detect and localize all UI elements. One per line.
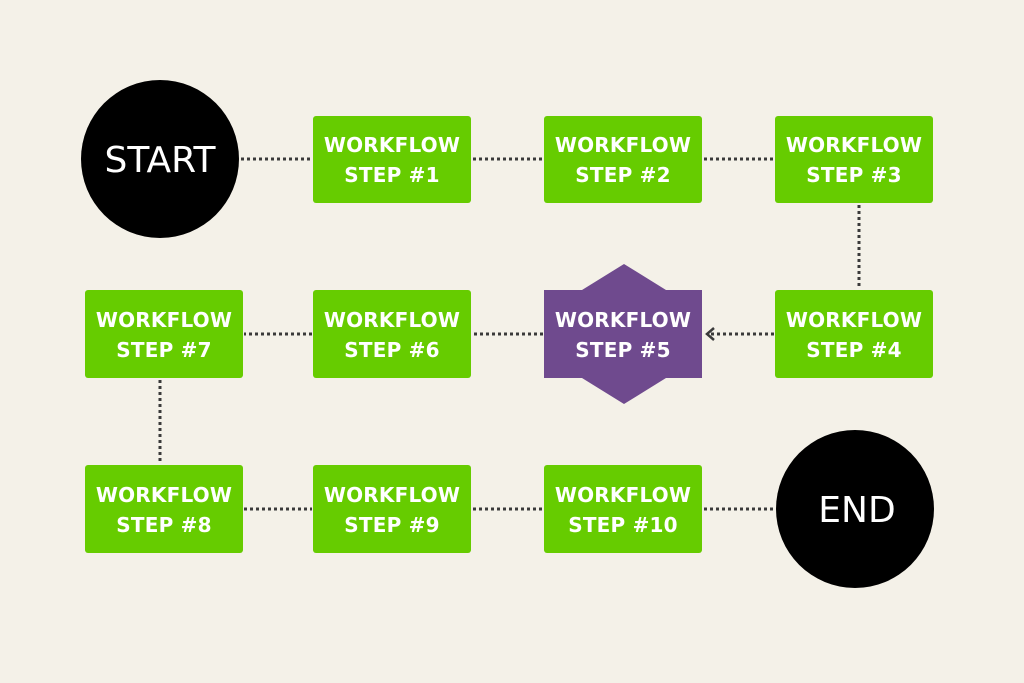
workflow-step-10: WORKFLOW STEP #10 bbox=[544, 465, 702, 553]
step-4-box bbox=[775, 290, 933, 378]
workflow-step-1: WORKFLOW STEP #1 bbox=[313, 116, 471, 203]
start-node: START bbox=[81, 80, 239, 238]
workflow-step-8: WORKFLOW STEP #8 bbox=[85, 465, 243, 553]
step-8-line2: STEP #8 bbox=[116, 513, 211, 537]
step-5-hexagon bbox=[544, 264, 702, 404]
step-2-line1: WORKFLOW bbox=[555, 133, 691, 157]
start-label: START bbox=[104, 140, 216, 181]
step-8-line1: WORKFLOW bbox=[96, 483, 232, 507]
end-circle bbox=[776, 430, 934, 588]
step-1-box bbox=[313, 116, 471, 203]
step-2-line2: STEP #2 bbox=[575, 163, 670, 187]
step-1-line2: STEP #1 bbox=[344, 163, 439, 187]
step-5-line1: WORKFLOW bbox=[555, 308, 691, 332]
step-9-box bbox=[313, 465, 471, 553]
arrowhead-step5 bbox=[705, 327, 715, 341]
step-10-line2: STEP #10 bbox=[568, 513, 678, 537]
start-circle bbox=[81, 80, 239, 238]
step-6-line1: WORKFLOW bbox=[324, 308, 460, 332]
step-6-box bbox=[313, 290, 471, 378]
step-10-box bbox=[544, 465, 702, 553]
step-3-box bbox=[775, 116, 933, 203]
step-10-line1: WORKFLOW bbox=[555, 483, 691, 507]
step-9-line1: WORKFLOW bbox=[324, 483, 460, 507]
workflow-step-7: WORKFLOW STEP #7 bbox=[85, 290, 243, 378]
connectors-layer bbox=[158, 157, 861, 511]
step-9-line2: STEP #9 bbox=[344, 513, 439, 537]
step-1-line1: WORKFLOW bbox=[324, 133, 460, 157]
step-5-line2: STEP #5 bbox=[575, 338, 670, 362]
end-label: END bbox=[818, 490, 895, 531]
workflow-step-9: WORKFLOW STEP #9 bbox=[313, 465, 471, 553]
end-node: END bbox=[776, 430, 934, 588]
step-6-line2: STEP #6 bbox=[344, 338, 439, 362]
step-7-line2: STEP #7 bbox=[116, 338, 211, 362]
step-8-box bbox=[85, 465, 243, 553]
step-3-line1: WORKFLOW bbox=[786, 133, 922, 157]
workflow-step-5: WORKFLOW STEP #5 bbox=[544, 264, 702, 404]
step-2-box bbox=[544, 116, 702, 203]
step-4-line1: WORKFLOW bbox=[786, 308, 922, 332]
workflow-step-2: WORKFLOW STEP #2 bbox=[544, 116, 702, 203]
workflow-step-3: WORKFLOW STEP #3 bbox=[775, 116, 933, 203]
step-4-line2: STEP #4 bbox=[806, 338, 901, 362]
workflow-step-6: WORKFLOW STEP #6 bbox=[313, 290, 471, 378]
step-3-line2: STEP #3 bbox=[806, 163, 901, 187]
step-7-box bbox=[85, 290, 243, 378]
workflow-step-4: WORKFLOW STEP #4 bbox=[775, 290, 933, 378]
step-7-line1: WORKFLOW bbox=[96, 308, 232, 332]
